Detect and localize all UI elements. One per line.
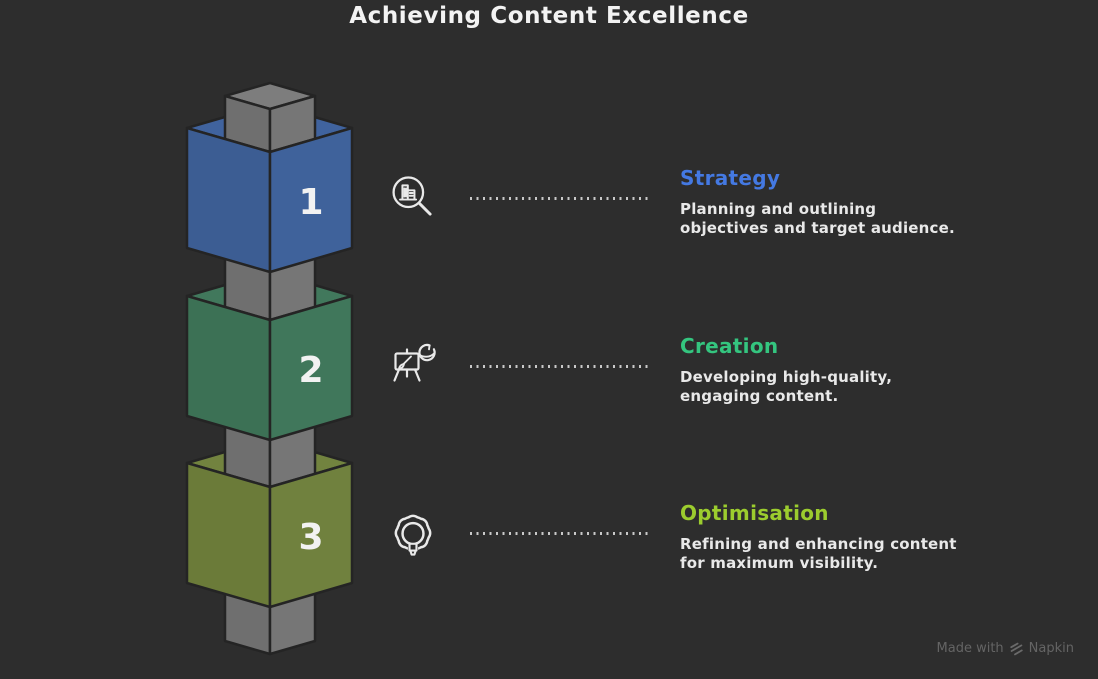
step-description: Planning and outlining objectives and ta…	[680, 200, 955, 237]
cube-2-right-face	[268, 294, 354, 442]
page-title: Achieving Content Excellence	[349, 3, 749, 29]
step-row-strategy: Strategy Planning and outlining objectiv…	[0, 150, 1098, 280]
step-row-creation: Creation Developing high-quality, engagi…	[0, 318, 1098, 448]
watermark-prefix: Made with	[936, 641, 1004, 656]
document-search-icon	[392, 176, 432, 216]
dotted-connector	[470, 197, 648, 200]
step-description: Developing high-quality, engaging conten…	[680, 368, 893, 405]
step-description: Refining and enhancing content for maxim…	[680, 535, 957, 572]
cube-1-number: 1	[298, 182, 323, 223]
step-heading: Optimisation	[680, 501, 829, 525]
cube-1-right-face	[268, 126, 354, 274]
gear-lightbulb-icon	[394, 514, 432, 557]
watermark-brand: Napkin	[1028, 641, 1074, 656]
step-heading: Creation	[680, 334, 779, 358]
napkin-logo-icon	[1009, 642, 1023, 655]
cube-3-number: 3	[298, 517, 323, 558]
cube-3-right-face	[268, 461, 354, 609]
dotted-connector	[470, 532, 648, 535]
step-heading: Strategy	[680, 166, 781, 190]
easel-paint-icon	[393, 343, 436, 382]
dotted-connector	[470, 365, 648, 368]
step-row-optimisation: Optimisation Refining and enhancing cont…	[0, 485, 1098, 615]
watermark: Made with Napkin	[937, 641, 1074, 656]
cube-2-number: 2	[298, 350, 323, 391]
